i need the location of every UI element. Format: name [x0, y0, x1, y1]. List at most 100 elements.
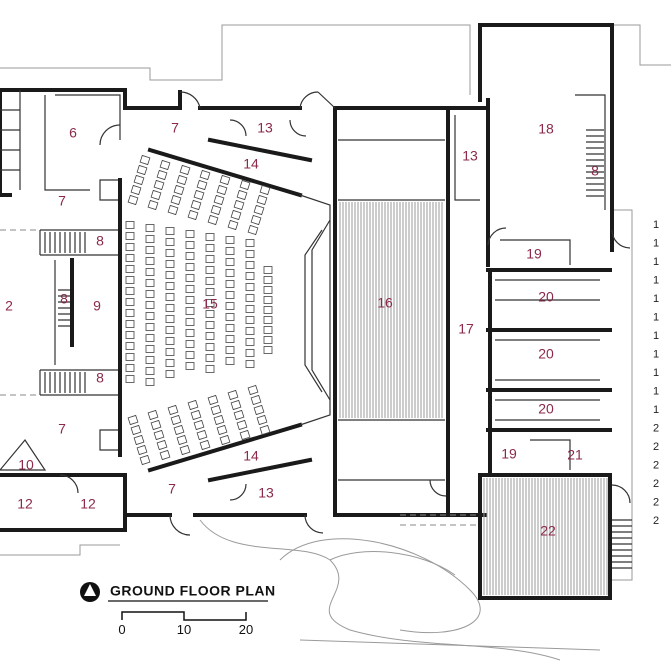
legend-number: 2 [653, 423, 659, 435]
seat [205, 244, 215, 252]
seat [259, 424, 271, 436]
room-2: 2 [5, 298, 13, 314]
seat [205, 299, 215, 307]
legend-number: 1 [653, 404, 659, 416]
seat [219, 434, 231, 446]
seat [165, 326, 175, 334]
seat [125, 221, 135, 229]
seat [170, 414, 182, 426]
seat [205, 288, 215, 296]
seat [245, 338, 255, 346]
seat [250, 394, 262, 406]
seat [130, 424, 142, 436]
seat [167, 204, 179, 216]
legend-number: 1 [653, 312, 659, 324]
room-7-left-upper: 7 [58, 193, 66, 209]
seat [199, 439, 211, 451]
seat [225, 269, 235, 277]
seat [150, 189, 162, 201]
seat [263, 296, 273, 304]
seat [156, 169, 168, 181]
legend-number: 1 [653, 219, 659, 231]
seat [263, 276, 273, 284]
seat [165, 304, 175, 312]
room-16: 16 [377, 295, 393, 311]
seat [263, 306, 273, 314]
seat [199, 169, 211, 181]
seat [125, 298, 135, 306]
seat [245, 283, 255, 291]
seat [179, 444, 191, 456]
seat [125, 254, 135, 262]
seat [185, 318, 195, 326]
auditorium-seats [125, 154, 273, 466]
seat [245, 272, 255, 280]
legend-number: 1 [653, 349, 659, 361]
seat [236, 189, 248, 201]
room-15: 15 [202, 296, 218, 312]
room-7-bottom: 7 [168, 481, 176, 497]
seat [185, 329, 195, 337]
seat [136, 444, 148, 456]
seat [225, 324, 235, 332]
seat [130, 184, 142, 196]
seat [165, 282, 175, 290]
seat [145, 323, 155, 331]
seat [185, 252, 195, 260]
seat [239, 429, 251, 441]
seat [263, 286, 273, 294]
seat [230, 209, 242, 221]
seat [159, 159, 171, 171]
seat [250, 214, 262, 226]
seat [145, 356, 155, 364]
seat [139, 454, 151, 466]
room-13-top: 13 [257, 120, 273, 136]
room-7-left-lower: 7 [58, 421, 66, 437]
seat [139, 154, 151, 166]
seat [245, 239, 255, 247]
room-9: 9 [93, 298, 101, 314]
legend-number: 2 [653, 515, 659, 527]
seat [225, 247, 235, 255]
seat [136, 164, 148, 176]
legend-number: 2 [653, 478, 659, 490]
legend-number: 1 [653, 386, 659, 398]
seat [245, 261, 255, 269]
plan-title-block: GROUND FLOOR PLAN 0 10 20 [80, 582, 275, 637]
seat [263, 326, 273, 334]
seat [176, 434, 188, 446]
room-19-top: 19 [526, 246, 542, 262]
room-20-c: 20 [538, 401, 554, 417]
room-12-right: 12 [80, 496, 96, 512]
seat [125, 276, 135, 284]
seat [127, 194, 139, 206]
seat [153, 179, 165, 191]
seat [245, 316, 255, 324]
seat [170, 194, 182, 206]
seat [167, 404, 179, 416]
legend-number: 1 [653, 330, 659, 342]
seat [165, 271, 175, 279]
seat [145, 246, 155, 254]
seat [185, 241, 195, 249]
seat [173, 184, 185, 196]
seat [225, 357, 235, 365]
seat [145, 378, 155, 386]
seat [125, 320, 135, 328]
seat [233, 199, 245, 211]
seat [125, 375, 135, 383]
seat [125, 243, 135, 251]
seat [145, 257, 155, 265]
room-18: 18 [538, 121, 554, 137]
seat [185, 285, 195, 293]
seat [196, 429, 208, 441]
seat [145, 312, 155, 320]
scale-bar: 0 10 20 [118, 611, 253, 637]
seat [207, 394, 219, 406]
seat [147, 409, 159, 421]
seat [259, 184, 271, 196]
seat [145, 235, 155, 243]
room-13-right: 13 [462, 148, 478, 164]
